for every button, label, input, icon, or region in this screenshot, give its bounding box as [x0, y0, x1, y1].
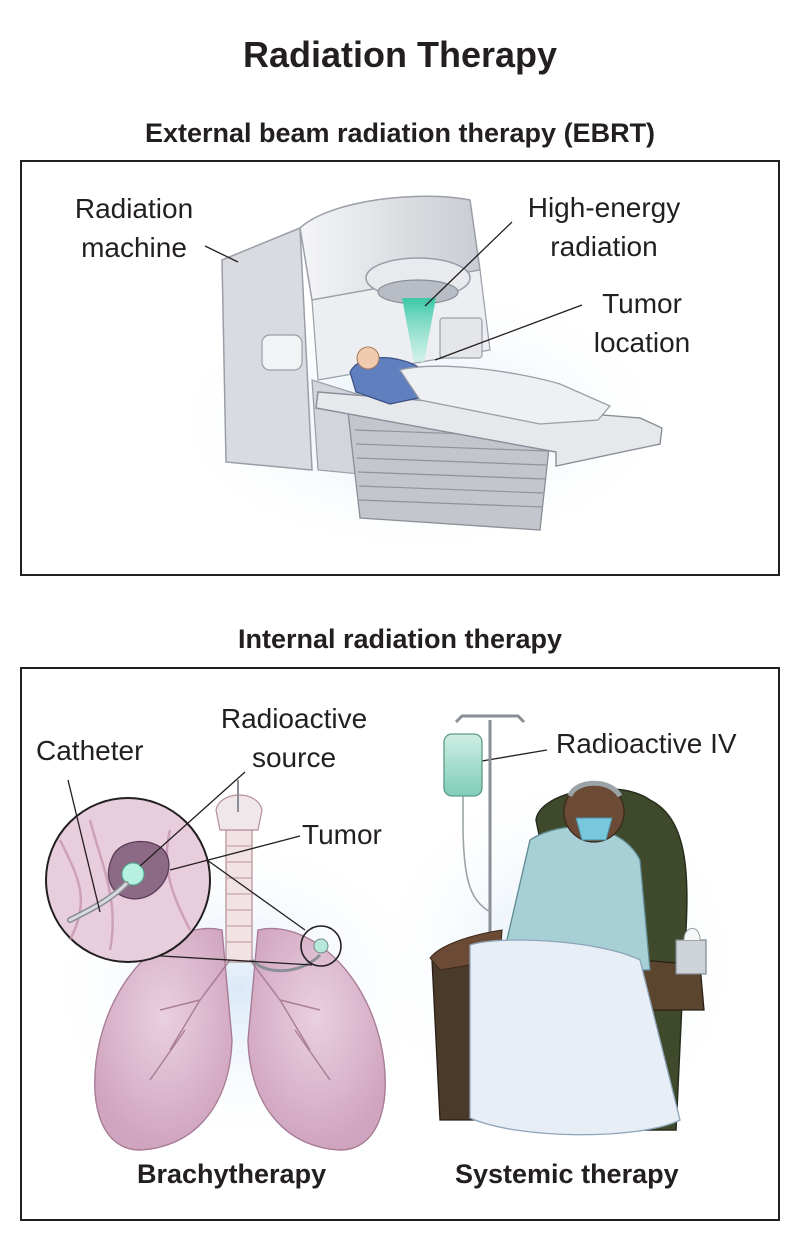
lungs — [94, 927, 386, 1151]
iv-bag — [443, 733, 491, 913]
source-leader-line — [139, 771, 246, 867]
systemic-therapy-caption: Systemic therapy — [455, 1159, 679, 1189]
iv-leader-line — [475, 749, 548, 763]
treatment-couch — [315, 391, 663, 531]
magnify-target-circle — [300, 925, 342, 967]
radiation-beam — [402, 298, 436, 362]
radioactive-source-label: Radioactive source — [220, 703, 368, 773]
catheter-tube — [250, 953, 322, 973]
tumor-location-leader-line — [434, 304, 583, 361]
tumor-location-label: Tumor location — [593, 288, 691, 358]
brachytherapy-caption: Brachytherapy — [137, 1159, 327, 1189]
catheter-label: Catheter — [36, 735, 144, 766]
radiation-machine — [221, 195, 491, 476]
small-tumor-marker — [313, 938, 329, 954]
trachea — [215, 780, 263, 963]
radiation-leader-line — [424, 221, 513, 307]
radioactive-iv-label: Radioactive IV — [556, 728, 737, 759]
high-energy-radiation-label: High-energy radiation — [527, 192, 681, 262]
page-title: Radiation Therapy — [242, 34, 558, 75]
seated-patient — [429, 780, 681, 1136]
radiation-machine-label: Radiation machine — [74, 193, 194, 263]
magnified-view — [45, 797, 211, 963]
magnify-line-lower — [144, 954, 313, 966]
internal-heading: Internal radiation therapy — [237, 624, 563, 654]
machine-leader-line — [204, 245, 239, 263]
catheter-leader-line — [67, 779, 101, 913]
magnify-line-upper — [199, 854, 306, 931]
tumor-leader-line — [169, 835, 301, 871]
patient-on-couch — [349, 346, 612, 425]
tissue-box — [675, 927, 707, 975]
tumor-label: Tumor — [302, 819, 382, 850]
ebrt-heading: External beam radiation therapy (EBRT) — [144, 118, 656, 148]
